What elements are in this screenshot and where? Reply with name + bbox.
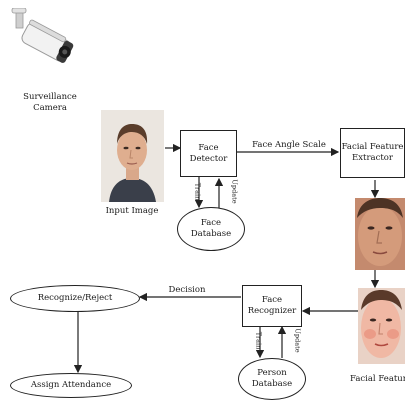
face-detector-box: Face Detector [180, 130, 237, 177]
facial-feature-label: Facial Feature [350, 374, 405, 384]
facial-feature-extractor-box: Facial Feature Extractor [340, 128, 405, 178]
extracted-face-photo [355, 198, 405, 270]
face-db-update-label: Update [230, 179, 239, 204]
face-recognizer-box: Face Recognizer [242, 285, 302, 327]
decision-label: Decision [168, 285, 206, 295]
input-image-photo [101, 110, 164, 202]
person-db-train-label: Train [254, 331, 263, 350]
face-database-ellipse: Face Database [177, 207, 245, 251]
person-database-ellipse: Person Database [238, 358, 306, 400]
face-db-train-label: Train [193, 182, 202, 201]
face-angle-scale-label: Face Angle Scale [252, 140, 326, 150]
facial-feature-photo [358, 288, 405, 364]
person-db-update-label: Update [293, 328, 302, 353]
surveillance-camera-icon [11, 8, 74, 63]
recognize-reject-ellipse: Recognize/Reject [10, 285, 140, 312]
camera-label: Surveillance Camera [23, 92, 77, 113]
input-image-label: Input Image [105, 206, 159, 216]
assign-attendance-ellipse: Assign Attendance [10, 373, 132, 398]
